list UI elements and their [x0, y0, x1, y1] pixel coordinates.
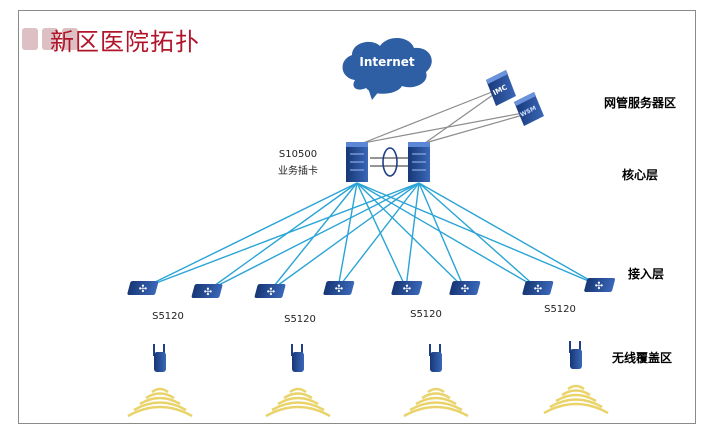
access-switch-label: S5120 — [410, 309, 442, 320]
access-links — [142, 182, 599, 292]
wifi-coverage-icon — [403, 387, 469, 418]
svg-text:✣: ✣ — [461, 284, 469, 295]
core-card-label: 业务插卡 — [278, 166, 318, 177]
core-switch-icon — [408, 142, 430, 182]
svg-text:✣: ✣ — [534, 284, 542, 295]
wifi-coverage-icon — [543, 384, 609, 415]
access-point-icon — [153, 344, 166, 372]
access-switch-label: S5120 — [544, 304, 576, 315]
access-point-icon — [569, 341, 582, 369]
layer-label-wireless: 无线覆盖区 — [612, 351, 673, 365]
core-interconnect — [370, 147, 410, 177]
svg-text:✣: ✣ — [403, 284, 411, 295]
access-switch-icon: ✣ — [449, 281, 481, 295]
imc-server-icon — [486, 70, 516, 106]
svg-text:✣: ✣ — [595, 281, 603, 292]
server-links — [362, 89, 524, 144]
layer-label-management: 网管服务器区 — [604, 96, 677, 110]
internet-cloud-icon — [342, 37, 432, 100]
access-switch-icon: ✣ — [584, 278, 616, 292]
layer-label-access: 接入层 — [628, 267, 665, 281]
access-switch-label: S5120 — [152, 311, 184, 322]
wsm-server-icon — [514, 92, 544, 126]
diagram-title: 新区医院拓扑 — [50, 28, 200, 56]
redacted-logo — [22, 28, 78, 50]
access-switch-icon: ✣ — [522, 281, 554, 295]
core-switch-icon — [346, 142, 368, 182]
wifi-coverage-icon — [127, 387, 193, 418]
svg-text:✣: ✣ — [204, 287, 212, 298]
access-switch-label: S5120 — [284, 314, 316, 325]
internet-label: Internet — [359, 55, 414, 69]
layer-label-core: 核心层 — [622, 168, 659, 182]
wifi-coverage-icon — [265, 387, 331, 418]
access-switch-icon: ✣ — [127, 281, 159, 295]
access-switch-icon: ✣ — [391, 281, 423, 295]
access-point-icon — [429, 344, 442, 372]
access-switch-icon: ✣ — [254, 284, 286, 298]
access-switch-icon: ✣ — [191, 284, 223, 298]
svg-text:✣: ✣ — [267, 287, 275, 298]
svg-text:✣: ✣ — [335, 284, 343, 295]
access-point-icon — [291, 344, 304, 372]
core-model-label: S10500 — [278, 149, 318, 160]
svg-text:✣: ✣ — [139, 284, 147, 295]
access-switch-icon: ✣ — [323, 281, 355, 295]
